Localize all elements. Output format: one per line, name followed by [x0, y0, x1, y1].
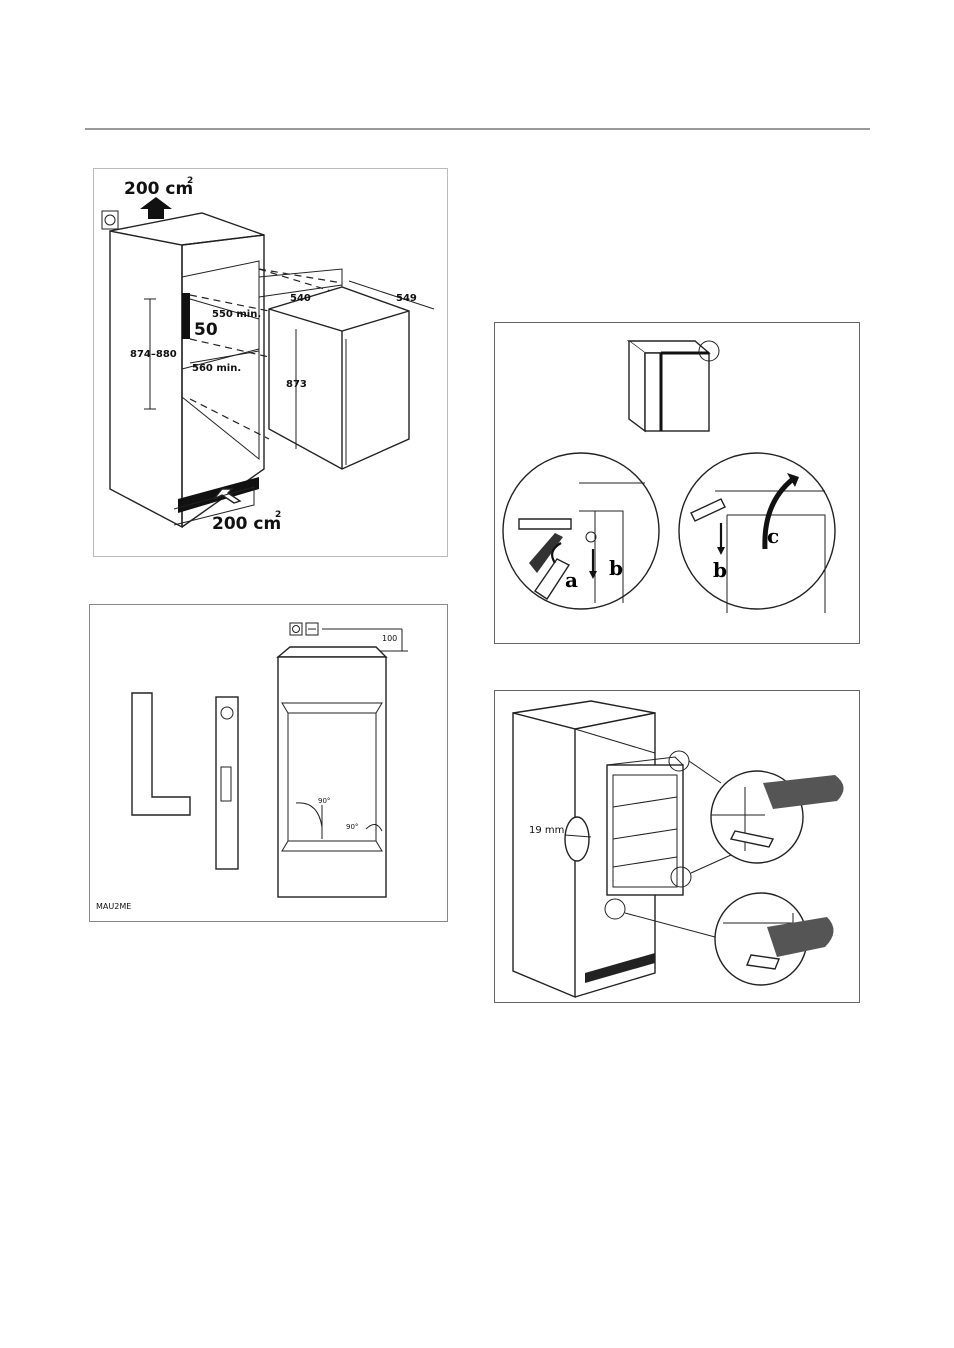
appliance-box — [268, 286, 410, 470]
installation-diagram: 19 mm — [512, 700, 844, 999]
code-label: MAU2ME — [96, 902, 131, 911]
dim-width-outer: 549 — [396, 293, 417, 304]
dim-gap: 50 — [194, 320, 218, 340]
header-rule — [85, 128, 870, 130]
label-b-right: b — [713, 558, 727, 582]
spirit-level — [215, 696, 239, 870]
niche-diagram: 200 cm 2 200 cm 2 540 549 — [101, 176, 435, 534]
label-a: a — [565, 568, 578, 592]
angle-right: 90° — [346, 823, 358, 831]
dim-height-niche: 874–880 — [130, 349, 177, 360]
rotate-arrow-icon — [550, 542, 562, 564]
set-square — [131, 692, 191, 816]
socket-icon — [101, 210, 119, 230]
dim-height-appliance: 873 — [286, 379, 307, 390]
hinge-highlight-circle — [698, 340, 720, 362]
dim-width-min: 560 min. — [192, 363, 241, 374]
level-bubble-icon — [220, 706, 234, 720]
angle-left: 90° — [318, 797, 330, 805]
vent-bottom-label: 200 cm — [212, 514, 281, 534]
dim-depth-min: 550 min. — [212, 309, 261, 320]
figure-hinge-steps: a b b c — [494, 322, 860, 644]
figure-installation: 19 mm — [494, 690, 860, 1003]
lift-arrow-icon — [762, 477, 795, 550]
switch-icon — [305, 622, 319, 636]
dim-depth-outer: 540 — [290, 293, 311, 304]
vent-bottom-sup: 2 — [275, 510, 281, 520]
vent-top-label: 200 cm — [124, 179, 193, 199]
socket-icon — [289, 622, 303, 636]
figure-niche-dimensions: 200 cm 2 200 cm 2 540 549 — [93, 168, 448, 557]
squareness-diagram: 100 90° 90° MAU2ME — [96, 622, 408, 911]
niche-opening — [277, 656, 387, 898]
screwdriver-bottom — [767, 917, 834, 957]
cabinet-side — [512, 712, 576, 999]
dim-gap-label: 19 mm — [529, 825, 564, 836]
detail-circle-right — [678, 452, 836, 610]
niche-side-panel — [109, 230, 183, 529]
label-c: c — [767, 524, 779, 548]
screwdriver-top — [763, 775, 844, 809]
label-b-left: b — [609, 556, 623, 580]
hinge-diagram: a b b c — [502, 340, 836, 613]
vent-up-arrow-icon — [140, 197, 172, 219]
vent-top-sup: 2 — [187, 176, 193, 186]
dim-top: 100 — [382, 634, 397, 643]
gap-strip — [182, 293, 190, 339]
figure-squareness-check: 100 90° 90° MAU2ME — [89, 604, 448, 922]
appliance-small — [644, 352, 710, 432]
detail-circle-left — [502, 452, 660, 610]
